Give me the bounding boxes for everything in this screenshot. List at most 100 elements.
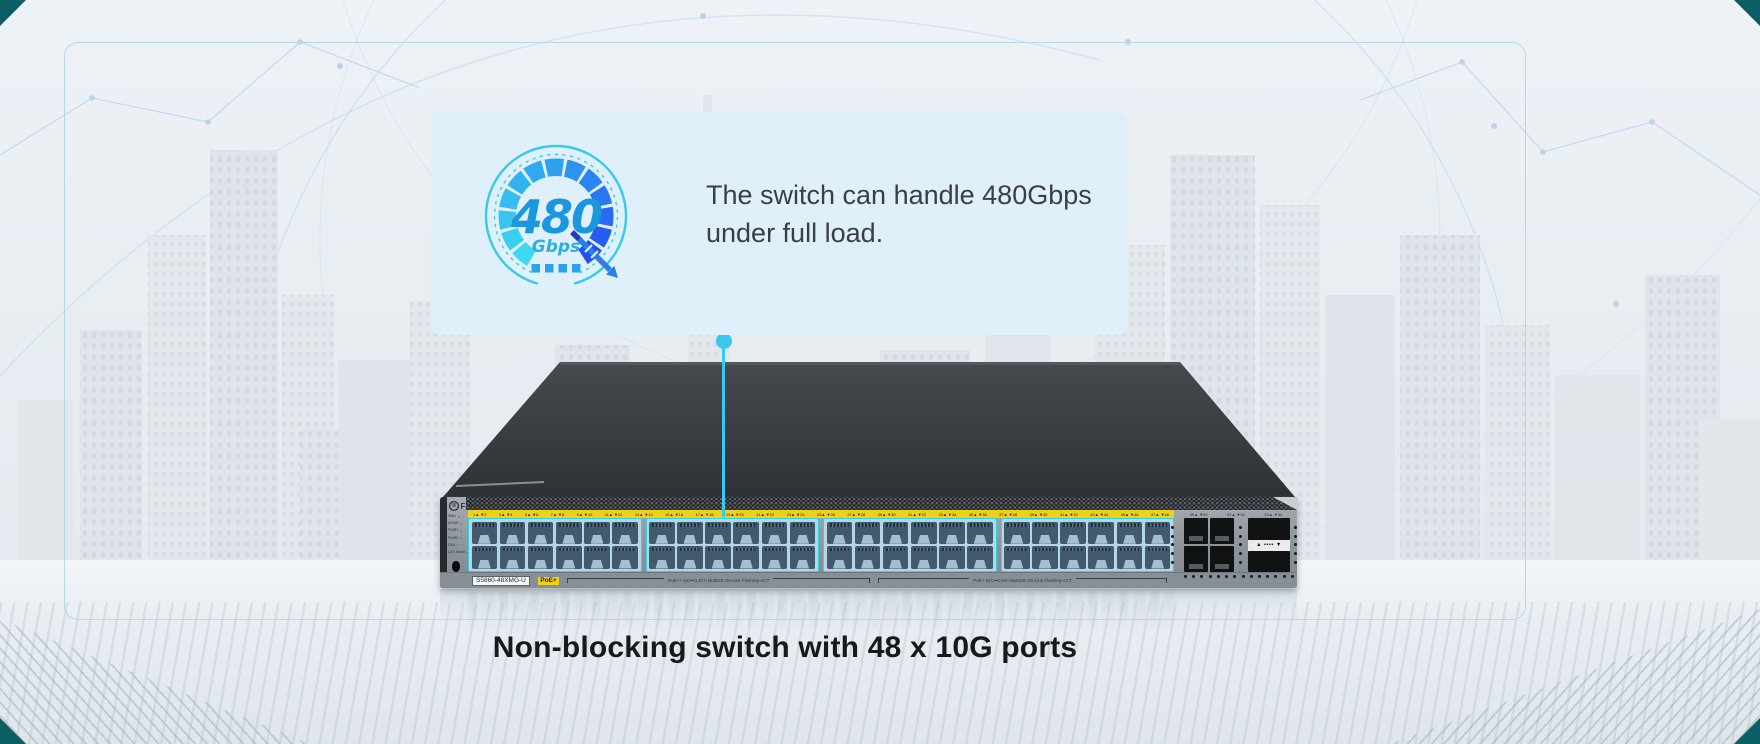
port-pair-label: 47▲ ▼48	[1150, 511, 1169, 517]
gauge-segment	[499, 188, 521, 210]
port-pair-label: 41▲ ▼42	[1059, 511, 1078, 517]
vent-dots-row	[1184, 573, 1294, 580]
port-pair-label: 37▲ ▼38	[999, 511, 1018, 517]
port-pair-label: 33▲ ▼34	[938, 511, 957, 517]
rj45-port	[649, 546, 675, 569]
sfp-pair-label: 53▲ ▼54	[1264, 511, 1283, 517]
rj45-port	[967, 521, 993, 544]
port-pair-label: 35▲ ▼36	[968, 511, 987, 517]
switch-top-surface	[443, 362, 1295, 497]
rj45-port	[612, 521, 638, 544]
port-pair-label: 1▲ ▼2	[473, 511, 487, 517]
gauge-tick-squares	[531, 264, 581, 273]
rj45-port	[882, 546, 909, 569]
qsfp-label: ▲ ▪▪▪▪ ▼	[1248, 539, 1290, 551]
rj45-port	[910, 546, 937, 569]
port-pair-label: 25▲ ▼26	[816, 511, 835, 517]
silkscreen-strip: S5860-48XMG-U PoE+ PoE++ 54V⎓1.87A Multi…	[440, 572, 1297, 588]
speed-gauge-icon: 480 Gbps	[484, 144, 628, 285]
port-pair-label: 7▲ ▼8	[550, 511, 565, 517]
rj45-port	[499, 521, 526, 544]
callout-text-line1: The switch can handle 480Gbps	[706, 180, 1092, 210]
port-pair-label: 39▲ ▼40	[1029, 511, 1048, 517]
rj45-port	[584, 521, 610, 544]
vent-grille	[466, 497, 1297, 510]
rj45-port	[1116, 521, 1143, 544]
rj45-port	[1144, 546, 1171, 569]
port-pair-label: 23▲ ▼24	[786, 511, 805, 517]
led-label: MGMT	[448, 520, 468, 527]
gauge-segment	[501, 227, 525, 251]
led-label: FAN	[448, 542, 468, 549]
fs-logo: FS	[449, 500, 471, 511]
uplink-zone: ▲ ▪▪▪▪ ▼	[1170, 518, 1298, 572]
rj45-port	[584, 546, 610, 569]
gauge-segment	[589, 225, 612, 248]
rj45-port	[1060, 521, 1086, 544]
gauge-segment	[523, 160, 546, 184]
rj45-port	[1060, 546, 1086, 569]
gauge-segment	[512, 241, 536, 266]
rj45-port	[527, 546, 554, 569]
port-pair-label: 29▲ ▼30	[877, 511, 896, 517]
model-label: S5860-48XMG-U	[472, 575, 530, 586]
rj45-port	[789, 546, 816, 569]
rj45-port-group	[468, 518, 642, 572]
rj45-port	[705, 521, 731, 544]
rj45-port	[1144, 521, 1171, 544]
sfp-pair-label: 51▲ ▼52	[1227, 511, 1245, 517]
port-pair-label: 21▲ ▼22	[756, 511, 775, 517]
sfp-cage	[1184, 518, 1208, 544]
rj45-port-group	[823, 518, 997, 572]
vent-dots-column	[1169, 520, 1175, 570]
gauge-segment	[578, 168, 603, 193]
rj45-port	[1032, 546, 1058, 569]
gauge-needle-icon	[570, 230, 618, 278]
rj45-port	[854, 546, 881, 569]
sfp-cage	[1210, 546, 1234, 572]
poe-badge: PoE+	[537, 576, 560, 585]
port-pair-label: 43▲ ▼44	[1090, 511, 1109, 517]
rj45-port	[612, 546, 638, 569]
led-label: SMU	[448, 513, 468, 520]
silkscreen-left: PoE++ 54V⎓1.87A MultiGE On-Link Flashing…	[567, 578, 870, 583]
gauge-unit: Gbps	[532, 237, 580, 257]
rj45-port	[555, 521, 582, 544]
rj45-port-block	[468, 518, 1174, 572]
led-label: PWR1	[448, 527, 468, 534]
rj45-port	[826, 521, 853, 544]
rj45-port-group	[645, 518, 819, 572]
rj45-port	[967, 546, 993, 569]
rj45-port	[527, 521, 554, 544]
gauge-value: 480	[510, 190, 602, 244]
rj45-port	[677, 546, 703, 569]
port-pair-label: 15▲ ▼16	[665, 511, 684, 517]
rj45-port-group	[1000, 518, 1174, 572]
qsfp-cage	[1248, 550, 1290, 572]
rj45-port	[761, 546, 788, 569]
gauge-segment	[498, 210, 518, 230]
callout-connector-line	[722, 341, 725, 517]
rj45-port	[939, 521, 965, 544]
rj45-port	[1032, 521, 1058, 544]
port-pair-label: 3▲ ▼4	[498, 511, 513, 517]
sfp-cage	[1210, 518, 1234, 544]
rj45-port	[882, 521, 909, 544]
gauge-segment	[589, 185, 613, 208]
port-pair-label: 13▲ ▼14	[634, 511, 653, 517]
rj45-port	[1088, 546, 1115, 569]
rj45-port	[1088, 521, 1115, 544]
rj45-port	[854, 521, 881, 544]
port-pair-label: 45▲ ▼46	[1120, 511, 1139, 517]
silkscreen-right: PoE+ 54V⎓0.54A MultiGE On-Link Flashing-…	[878, 578, 1167, 583]
gauge-segment	[595, 206, 614, 227]
vent-dots-column	[1292, 520, 1298, 570]
floor-hatch-right	[1390, 609, 1760, 744]
rj45-port	[1004, 521, 1030, 544]
port-pair-label: 31▲ ▼32	[908, 511, 926, 517]
